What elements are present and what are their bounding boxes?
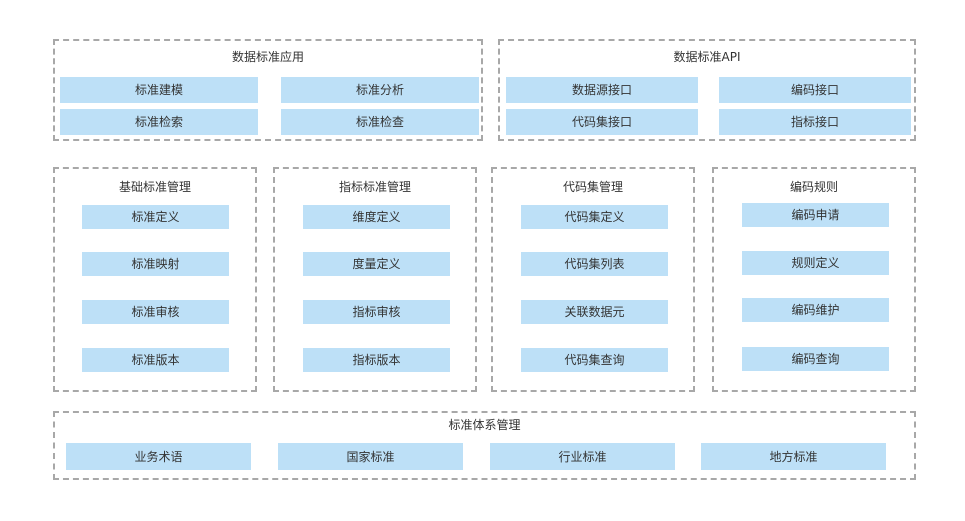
box-encoding-application: 编码申请: [742, 203, 889, 227]
group-title: 基础标准管理: [118, 180, 191, 194]
box-codeset-interface: 代码集接口: [506, 109, 698, 135]
group-encoding-rules: 编码规则 编码申请 规则定义 编码维护 编码查询: [712, 167, 916, 392]
group-title: 编码规则: [789, 180, 838, 194]
group-basic-standard-management: 基础标准管理 标准定义 标准映射 标准审核 标准版本: [53, 167, 257, 392]
box-indicator-interface: 指标接口: [719, 109, 911, 135]
group-codeset-management: 代码集管理 代码集定义 代码集列表 关联数据元 代码集查询: [491, 167, 695, 392]
box-local-standard: 地方标准: [701, 443, 886, 470]
group-title: 指标标准管理: [338, 180, 411, 194]
box-codeset-query: 代码集查询: [521, 348, 668, 372]
group-indicator-standard-management: 指标标准管理 维度定义 度量定义 指标审核 指标版本: [273, 167, 477, 392]
box-encoding-interface: 编码接口: [719, 77, 911, 103]
group-data-standard-api: 数据标准API 数据源接口 编码接口 代码集接口 指标接口: [498, 39, 916, 141]
box-industry-standard: 行业标准: [490, 443, 675, 470]
group-standard-system-management: 标准体系管理 业务术语 国家标准 行业标准 地方标准: [53, 411, 916, 480]
group-title: 数据标准应用: [231, 50, 304, 64]
group-title: 标准体系管理: [448, 418, 521, 432]
box-standard-check: 标准检查: [281, 109, 479, 135]
box-codeset-list: 代码集列表: [521, 252, 668, 276]
box-standard-search: 标准检索: [60, 109, 258, 135]
box-standard-mapping: 标准映射: [82, 252, 229, 276]
box-business-terms: 业务术语: [66, 443, 251, 470]
box-related-data-element: 关联数据元: [521, 300, 668, 324]
box-indicator-version: 指标版本: [303, 348, 450, 372]
box-encoding-maintenance: 编码维护: [742, 298, 889, 322]
box-encoding-query: 编码查询: [742, 347, 889, 371]
group-title: 数据标准API: [673, 50, 741, 64]
group-title: 代码集管理: [562, 180, 623, 194]
box-indicator-review: 指标审核: [303, 300, 450, 324]
box-standard-modeling: 标准建模: [60, 77, 258, 103]
box-standard-version: 标准版本: [82, 348, 229, 372]
box-national-standard: 国家标准: [278, 443, 463, 470]
box-rule-definition: 规则定义: [742, 251, 889, 275]
box-datasource-interface: 数据源接口: [506, 77, 698, 103]
box-measure-definition: 度量定义: [303, 252, 450, 276]
box-standard-review: 标准审核: [82, 300, 229, 324]
box-dimension-definition: 维度定义: [303, 205, 450, 229]
box-codeset-definition: 代码集定义: [521, 205, 668, 229]
group-data-standard-application: 数据标准应用 标准建模 标准分析 标准检索 标准检查: [53, 39, 483, 141]
box-standard-analysis: 标准分析: [281, 77, 479, 103]
box-standard-definition: 标准定义: [82, 205, 229, 229]
